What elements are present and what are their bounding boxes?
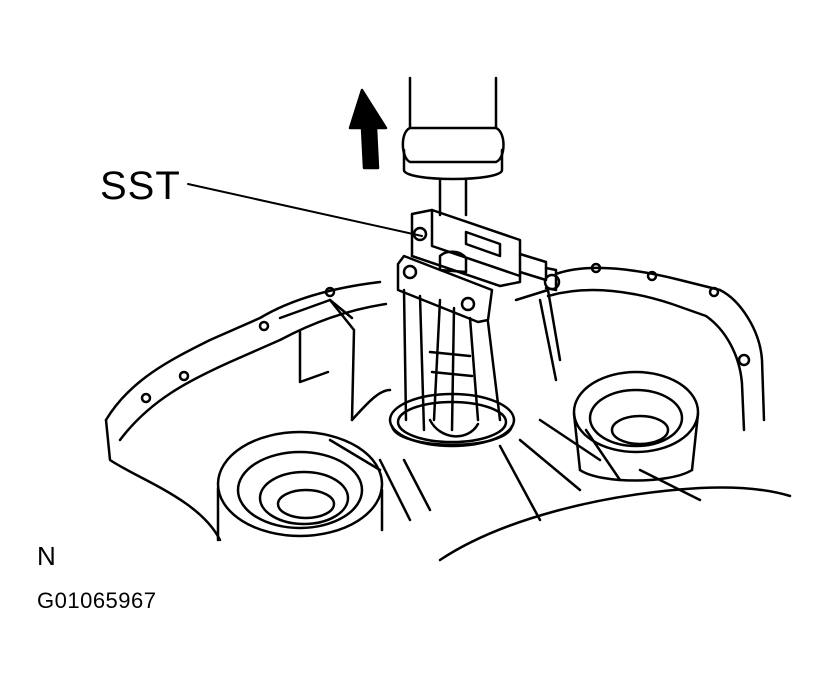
pull-direction-arrow-icon [348,88,388,170]
slide-hammer [401,76,505,217]
foreground-housing [104,418,792,562]
figure-code-label: G01065967 [37,588,157,613]
case-ribs [278,288,702,522]
sst-label: SST [100,164,181,208]
view-indicator-label: N [37,541,56,571]
puller-bracket [410,208,561,292]
sst-leader-line [187,183,423,237]
left-bearing-bore [216,430,384,542]
oil-seal-bore [388,392,516,448]
right-bearing-bore [572,370,700,482]
puller-crossbar [396,250,494,324]
